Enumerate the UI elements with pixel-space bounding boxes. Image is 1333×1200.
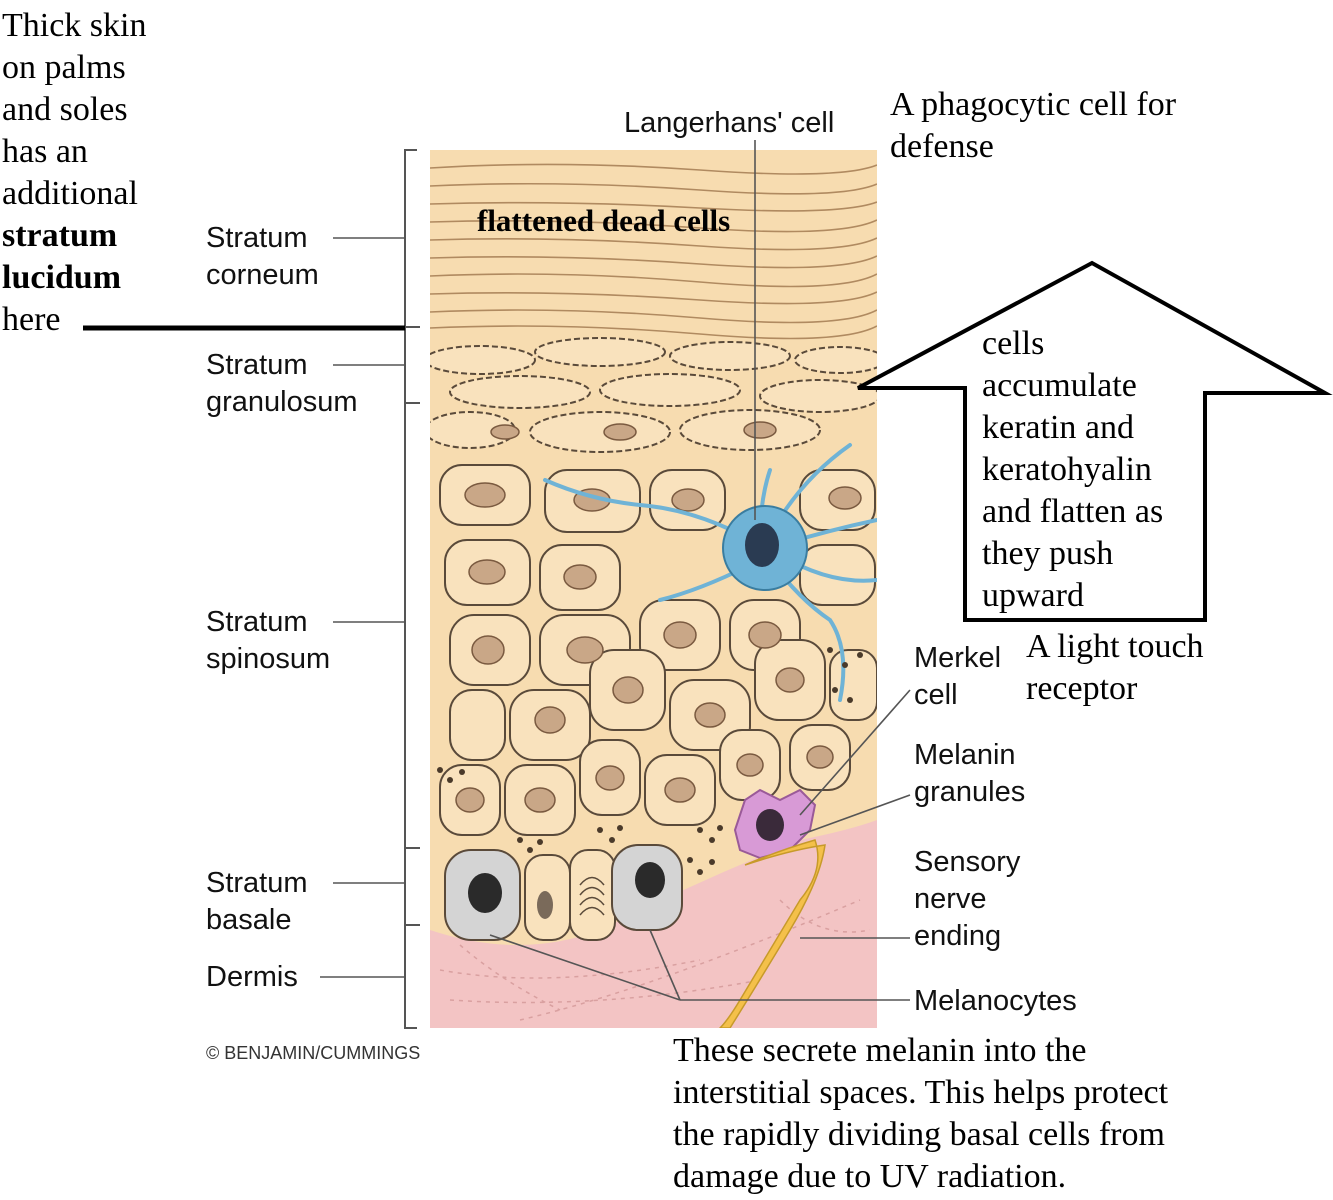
label-stratum-granulosum: Stratum granulosum (206, 349, 358, 418)
note-line: has an (2, 133, 88, 170)
langerhans-nucleus (745, 523, 779, 567)
upward-arrow (857, 260, 1333, 622)
label-stratum-basale: Stratum basale (206, 867, 308, 936)
arrow-note: cells accumulate keratin and keratohyali… (982, 325, 1164, 614)
corneum-layers (430, 163, 877, 340)
label-dermis: Dermis (206, 961, 298, 993)
cell-nuclei (455, 421, 862, 813)
melanocyte-note: These secrete melanin into the interstit… (673, 1032, 1169, 1195)
thick-skin-note: Thick skin on palms and soles has an add… (2, 5, 146, 341)
leader-lines (320, 140, 911, 1001)
label-merkel-cell: Merkel cell (914, 642, 1002, 711)
label-langerhans-cell: Langerhans' cell (624, 107, 835, 139)
sensory-nerve (718, 839, 826, 1028)
spinosum-cells (439, 464, 877, 836)
credit-line: © BENJAMIN/CUMMINGS (206, 1043, 421, 1063)
melanin-granules (437, 647, 863, 875)
stratum-lucidum-term: stratum (2, 217, 118, 254)
label-sensory-nerve-ending: Sensory nerve ending (914, 846, 1021, 952)
melanocyte-nuclei (468, 862, 665, 919)
merkel-cell (733, 788, 817, 860)
note-line: and soles (2, 91, 128, 128)
note-line: on palms (2, 49, 126, 86)
label-flattened-dead-cells: flattened dead cells (477, 203, 731, 238)
label-melanocytes: Melanocytes (914, 985, 1077, 1017)
label-stratum-corneum: Stratum corneum (206, 222, 319, 291)
layer-brackets (404, 149, 420, 1029)
note-line: additional (2, 175, 138, 212)
mitosis-spindle (579, 876, 605, 916)
label-melanin-granules: Melanin granules (914, 739, 1026, 808)
stratum-lucidum-term: lucidum (2, 259, 122, 296)
merkel-note: A light touch receptor (1026, 628, 1204, 707)
note-line: Thick skin (2, 7, 147, 44)
note-line: here (2, 301, 61, 338)
langerhans-note: A phagocytic cell for defense (890, 86, 1177, 165)
label-stratum-spinosum: Stratum spinosum (206, 606, 331, 675)
